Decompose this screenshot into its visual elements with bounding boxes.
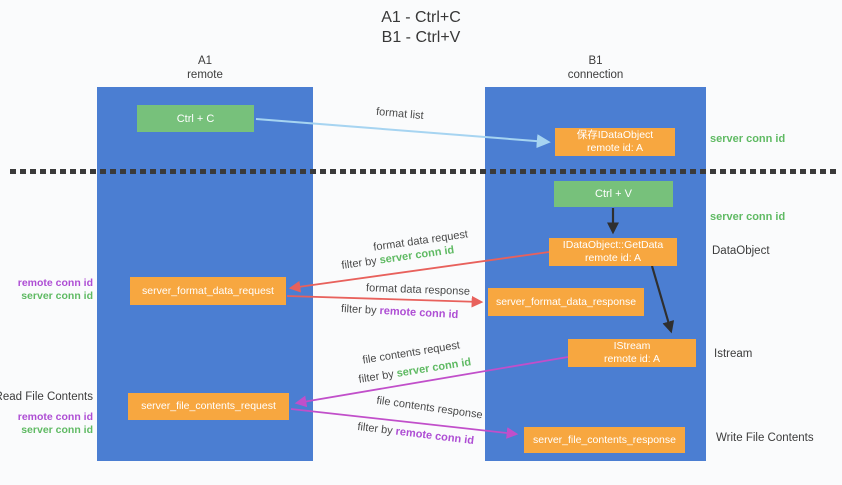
format-data-response-arrow <box>286 295 484 308</box>
node-ctrl-c: Ctrl + C <box>137 105 254 132</box>
node-server-file-contents-request: server_file_contents_request <box>128 393 289 420</box>
format-data-request-arrow <box>288 251 550 293</box>
lane-a1-subtitle: remote <box>187 69 223 81</box>
diagram-title: A1 - Ctrl+C B1 - Ctrl+V <box>0 8 842 48</box>
getdata-to-istream-arrow <box>650 265 675 334</box>
annotation-write-file-contents: Write File Contents <box>716 432 814 444</box>
lane-b1-name: B1 <box>588 55 603 67</box>
annotation-server-conn-id-top: server conn id <box>710 133 786 145</box>
file-contents-response-arrow <box>290 408 519 439</box>
node-server-format-data-request: server_format_data_request <box>130 277 286 305</box>
file-request-label: server_file_contents_request <box>141 400 276 412</box>
annotation-read-file-contents: Read File Contents <box>0 391 93 403</box>
istream-line1: IStream <box>613 340 651 352</box>
annotation-format-conn-ids: remote conn id server conn id <box>18 277 93 303</box>
node-ctrl-v: Ctrl + V <box>554 181 673 207</box>
node-server-file-contents-response: server_file_contents_response <box>524 427 685 453</box>
istream-line2: remote id: A <box>603 353 661 365</box>
format-response-filter-prefix: filter by <box>340 302 380 317</box>
save-dataobject-line1: 保存IDataObject <box>576 129 654 141</box>
format-response-label: server_format_data_response <box>495 295 637 308</box>
annotation-file-conn-ids: remote conn id server conn id <box>18 411 93 437</box>
title-line-2: B1 - Ctrl+V <box>381 29 461 46</box>
getdata-line1: IDataObject::GetData <box>562 239 664 251</box>
title-line-1: A1 - Ctrl+C <box>381 9 461 26</box>
lane-b1-subtitle: connection <box>567 69 624 81</box>
annotation-format-remote-conn-id: remote conn id <box>17 277 93 289</box>
lane-header-a1: A1 remote <box>97 54 313 82</box>
file-response-label: server_file_contents_response <box>532 433 676 446</box>
save-dataobject-line2: remote id: A <box>586 142 644 154</box>
ctrl-v-label: Ctrl + V <box>595 188 632 200</box>
node-save-dataobject: 保存IDataObject remote id: A <box>555 128 675 156</box>
getdata-line2: remote id: A <box>584 252 642 264</box>
annotation-file-remote-conn-id: remote conn id <box>17 411 93 423</box>
annotation-server-conn-id-mid: server conn id <box>710 211 786 223</box>
annotation-dataobject: DataObject <box>712 245 770 257</box>
lane-header-b1: B1 connection <box>485 54 706 82</box>
file-contents-request-arrow <box>294 356 569 408</box>
annotation-format-server-conn-id: server conn id <box>21 290 93 302</box>
format-request-label: server_format_data_request <box>142 284 274 297</box>
annotation-istream: Istream <box>714 348 753 360</box>
ctrl-c-label: Ctrl + C <box>176 112 215 125</box>
divider-dotted-line <box>10 169 836 174</box>
node-getdata: IDataObject::GetData remote id: A <box>549 238 677 266</box>
lane-a1-name: A1 <box>197 55 213 67</box>
node-istream: IStream remote id: A <box>568 339 696 367</box>
node-server-format-data-response: server_format_data_response <box>488 288 644 316</box>
annotation-file-server-conn-id: server conn id <box>21 424 93 436</box>
format-list-arrow <box>255 118 551 149</box>
